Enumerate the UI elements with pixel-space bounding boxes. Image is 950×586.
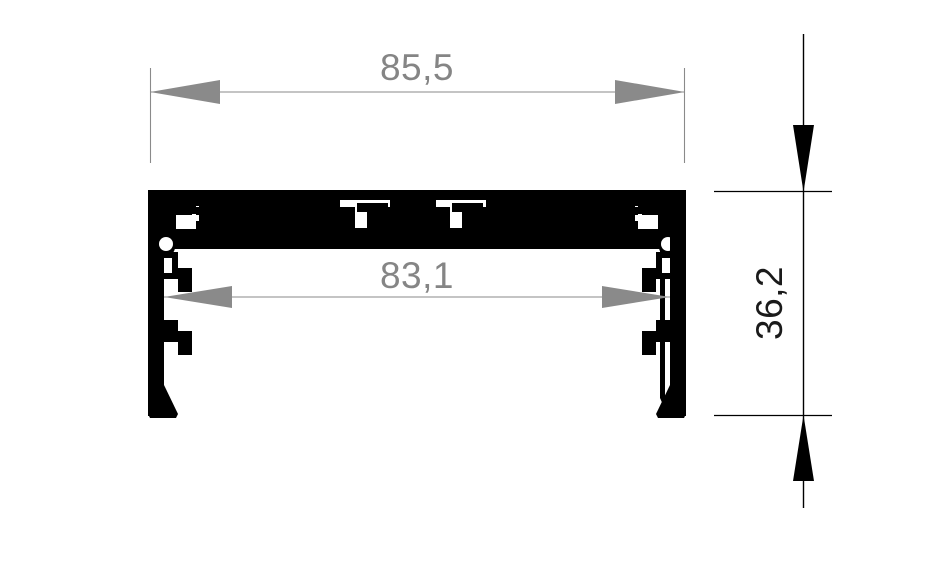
right-channel-rail-top xyxy=(630,207,658,215)
dim-arrow-left-85 xyxy=(150,80,220,104)
dim-arrow-top-36 xyxy=(793,125,814,192)
dim-label-inner-width: 83,1 xyxy=(380,255,454,296)
dimension-inner-width: 83,1 xyxy=(164,255,670,308)
center-rib-1 xyxy=(357,203,388,231)
dim-arrow-right-83 xyxy=(602,286,670,308)
center-rib-2 xyxy=(452,203,483,231)
left-wall xyxy=(148,190,164,416)
left-channel-shelf-gap xyxy=(176,221,196,229)
left-lower-groove xyxy=(164,320,192,355)
dim-label-overall-height: 36,2 xyxy=(749,266,790,340)
dim-arrow-left-83 xyxy=(164,286,232,308)
left-bead-void xyxy=(159,237,173,251)
left-mid-groove-upper-void xyxy=(164,258,172,273)
top-web-plate xyxy=(148,228,686,249)
dim-arrow-bottom-36 xyxy=(793,415,814,481)
dim-arrow-right-85 xyxy=(615,80,685,104)
right-outer-top-tab xyxy=(655,203,670,211)
profile-cross-section xyxy=(148,190,686,418)
left-channel-post xyxy=(199,206,209,229)
dim-label-overall-width: 85,5 xyxy=(380,47,454,88)
right-channel-post xyxy=(625,206,635,229)
right-mid-groove-upper-void xyxy=(662,258,670,273)
profile-solid-geometry xyxy=(148,190,686,418)
left-channel-rail-top xyxy=(176,207,204,215)
right-foot xyxy=(656,385,686,418)
right-wall xyxy=(670,190,686,416)
right-channel-shelf-gap xyxy=(638,221,658,229)
left-outer-top-tab xyxy=(164,203,179,211)
left-foot xyxy=(148,385,178,418)
right-lower-groove xyxy=(642,320,670,355)
dimension-overall-height: 36,2 xyxy=(714,34,832,508)
dimension-overall-width: 85,5 xyxy=(149,47,686,163)
